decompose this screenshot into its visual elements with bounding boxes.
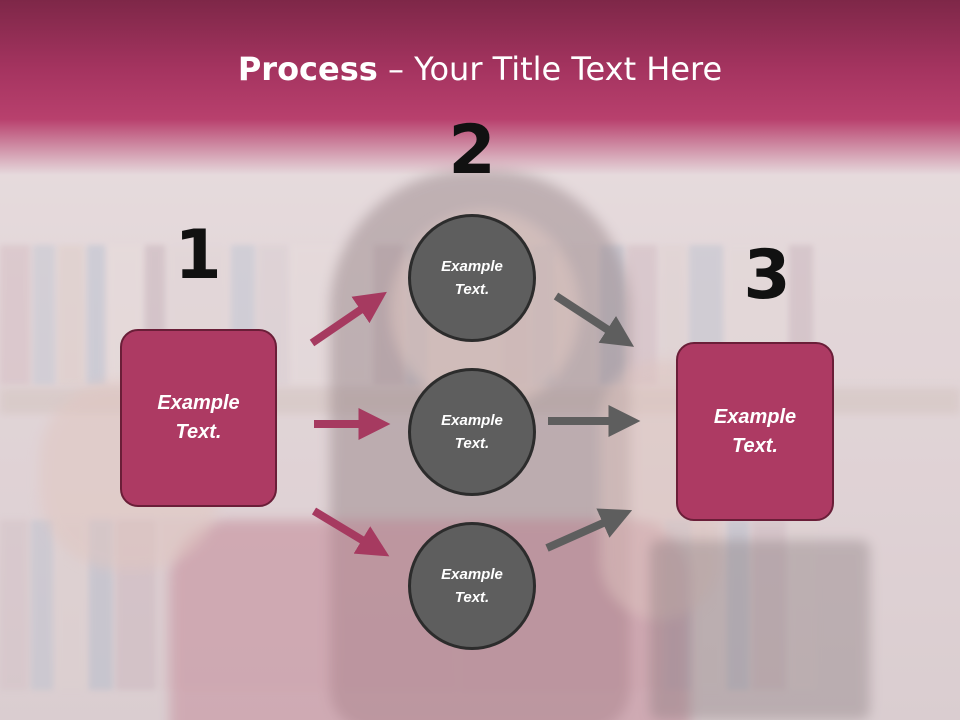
arrow-step1-to-item1 xyxy=(309,291,387,347)
step-3-text: Example Text. xyxy=(713,405,797,457)
step-number-3: 3 xyxy=(743,236,791,315)
slide-title: Process – Your Title Text Here xyxy=(0,50,960,88)
step-number-1: 1 xyxy=(174,216,222,295)
title-bold: Process xyxy=(237,50,378,88)
arrow-item3-to-step3 xyxy=(545,508,633,552)
step-2-item-1-text: Example Text. xyxy=(441,258,503,298)
step-2-item-3-circle[interactable]: Example Text. xyxy=(408,522,536,650)
step-1-box[interactable]: Example Text. xyxy=(120,329,277,507)
step-1-text: Example Text. xyxy=(157,392,240,443)
step-number-2: 2 xyxy=(448,111,496,190)
step-2-item-3-text: Example Text. xyxy=(441,566,503,606)
arrow-step1-to-item3 xyxy=(311,507,390,557)
arrow-item1-to-step3 xyxy=(553,292,635,347)
step-3-box[interactable]: Example Text. xyxy=(676,342,834,521)
title-rest: – Your Title Text Here xyxy=(377,50,723,88)
step-2-item-2-circle[interactable]: Example Text. xyxy=(408,368,536,496)
step-2-item-2-text: Example Text. xyxy=(441,412,503,452)
step-2-item-1-circle[interactable]: Example Text. xyxy=(408,214,536,342)
